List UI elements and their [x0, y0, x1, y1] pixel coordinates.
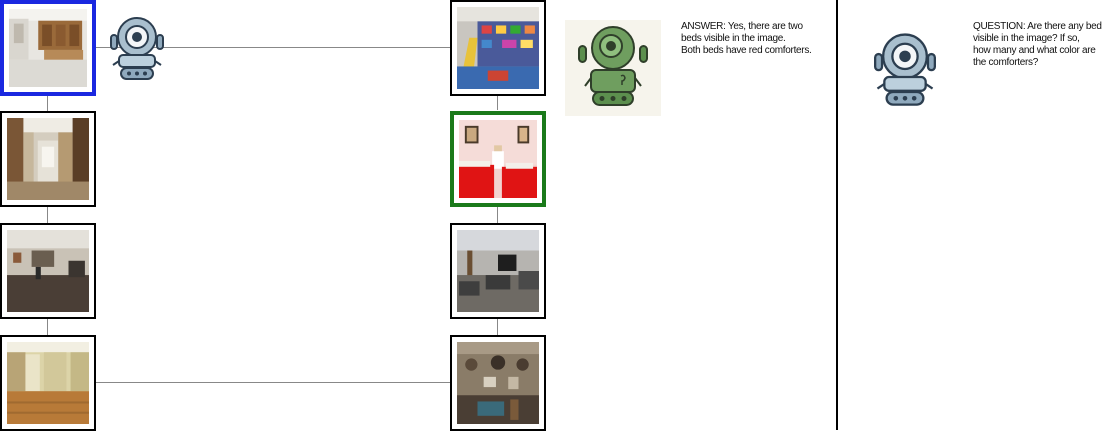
- connector-left-3: [47, 318, 48, 336]
- image-tile-basement-room[interactable]: [0, 223, 96, 319]
- answer-line-3: Both beds have red comforters.: [681, 45, 812, 56]
- connector-right-1: [497, 95, 498, 110]
- answer-line-2: beds visible in the image.: [681, 33, 786, 44]
- answer-text: ANSWER: Yes, there are two beds visible …: [681, 21, 831, 57]
- connector-right-3: [497, 318, 498, 336]
- image-tile-playroom[interactable]: [450, 0, 546, 96]
- question-line-3: how many and what color are: [973, 45, 1096, 56]
- photo-living-room-tv: [457, 230, 539, 312]
- photo-hallway: [7, 118, 89, 200]
- answer-robot-card: [565, 20, 661, 116]
- robot-icon: [874, 30, 936, 108]
- photo-playroom: [457, 7, 539, 89]
- question-line-4: the comforters?: [973, 57, 1038, 68]
- connector-left-2: [47, 207, 48, 224]
- image-tile-basement-kitchen[interactable]: [0, 0, 96, 96]
- photo-wood-floor-room: [7, 342, 89, 424]
- photo-basement-room: [7, 230, 89, 312]
- image-tile-hallway[interactable]: [0, 111, 96, 207]
- image-tile-living-room-tv[interactable]: [450, 223, 546, 319]
- connector-right-2: [497, 207, 498, 224]
- connector-top: [95, 47, 451, 48]
- question-text: QUESTION: Are there any bed visible in t…: [973, 21, 1109, 69]
- answer-line-1: ANSWER: Yes, there are two: [681, 21, 803, 32]
- photo-basement-kitchen: [9, 9, 87, 87]
- image-tile-trophy-room[interactable]: [450, 335, 546, 431]
- connector-left-1: [47, 95, 48, 113]
- robot-icon: [110, 15, 164, 81]
- question-line-1: QUESTION: Are there any bed: [973, 21, 1102, 32]
- photo-trophy-room: [457, 342, 539, 424]
- robot-icon-green: [578, 26, 648, 106]
- question-line-2: visible in the image? If so,: [973, 33, 1080, 44]
- image-tile-wood-floor-room[interactable]: [0, 335, 96, 431]
- connector-bottom: [95, 382, 451, 383]
- photo-bedroom-red-comforters: [459, 120, 537, 198]
- panel-divider: [836, 0, 838, 430]
- image-tile-bedroom-red-comforters[interactable]: [450, 111, 546, 207]
